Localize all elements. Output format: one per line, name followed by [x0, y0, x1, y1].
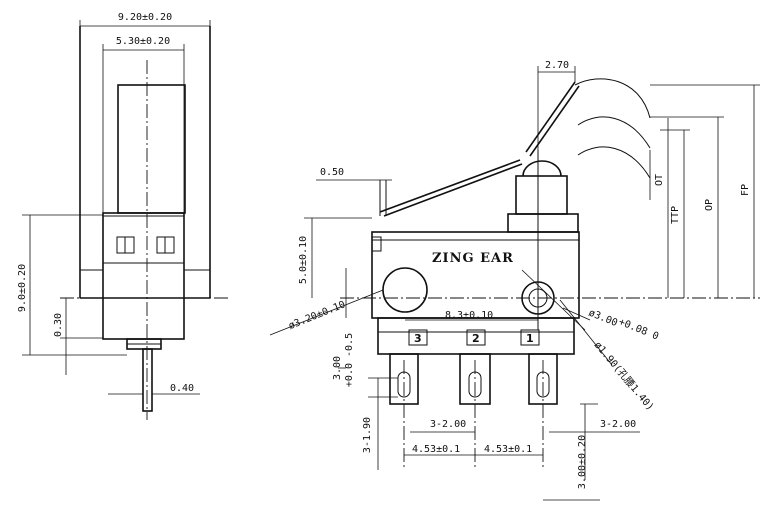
dim-slot-width-right: 3-2.00 — [600, 419, 636, 430]
label-fp: FP — [740, 184, 751, 196]
label-ot: OT — [654, 174, 665, 186]
front-view — [269, 66, 760, 501]
brand-label: ZING EAR — [432, 251, 514, 266]
dim-mount-height: 5.0±0.10 — [298, 236, 309, 284]
pin-number-1: 1 — [526, 332, 534, 345]
dim-base-offset: 0.30 — [53, 313, 64, 337]
dim-lever-gap: 0.50 — [320, 167, 344, 178]
dim-pitch-left: 4.53±0.1 — [412, 444, 460, 455]
dim-mount-hole-left: ø3.20±0.10 — [287, 299, 347, 332]
pin-number-3: 3 — [414, 332, 422, 345]
dim-overall-width: 9.20±0.20 — [118, 12, 172, 23]
label-ttp: TTP — [670, 206, 681, 224]
dim-terminal-length: 3.00 — [332, 356, 343, 380]
dim-actuator-offset: 2.70 — [545, 60, 569, 71]
dim-slot-height: 3-1.90 — [362, 417, 373, 453]
dim-slot-size: ø1.90(孔腰1.40) — [592, 339, 657, 413]
dim-slot-width-left: 3-2.00 — [430, 419, 466, 430]
dim-hole-tolerance: +0.08 0 — [617, 317, 660, 343]
dim-pitch-right: 4.53±0.1 — [484, 444, 532, 455]
dim-terminal-tolerance: +0.0 -0.5 — [344, 333, 355, 387]
label-op: OP — [704, 199, 715, 211]
side-view — [22, 20, 230, 420]
dim-terminal-tail: 3.00±0.20 — [577, 435, 588, 489]
dim-hole-spacing: 8.3±0.10 — [445, 310, 493, 321]
dim-inner-width: 5.30±0.20 — [116, 36, 170, 47]
pin-number-2: 2 — [472, 332, 480, 345]
dim-left-height: 9.0±0.20 — [17, 264, 28, 312]
dim-mount-hole-right: ø3.00 — [587, 308, 619, 329]
dim-pin-thickness: 0.40 — [170, 383, 194, 394]
